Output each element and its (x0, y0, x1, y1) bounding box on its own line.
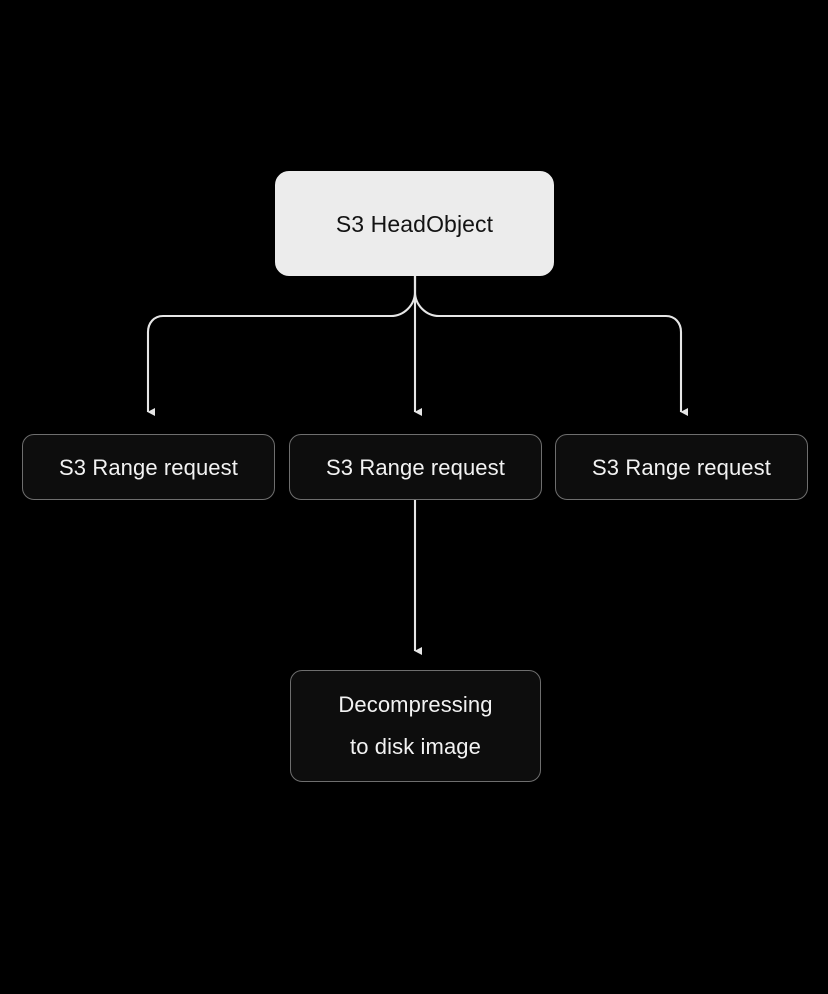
node-s3-range-request-1[interactable]: S3 Range request (22, 434, 275, 500)
node-label: S3 HeadObject (335, 210, 494, 237)
node-s3-range-request-2[interactable]: S3 Range request (289, 434, 542, 500)
node-label: Decompressing to disk image (338, 692, 493, 759)
node-label: S3 Range request (59, 454, 238, 480)
node-s3-range-request-3[interactable]: S3 Range request (555, 434, 808, 500)
node-label: S3 Range request (326, 454, 505, 480)
node-s3-headobject[interactable]: S3 HeadObject (275, 171, 554, 276)
edge-root-to-range-1 (146, 276, 417, 417)
node-label: S3 Range request (592, 454, 771, 480)
node-decompressing-to-disk-image[interactable]: Decompressing to disk image (290, 670, 541, 782)
edge-root-to-range-3 (413, 276, 688, 417)
